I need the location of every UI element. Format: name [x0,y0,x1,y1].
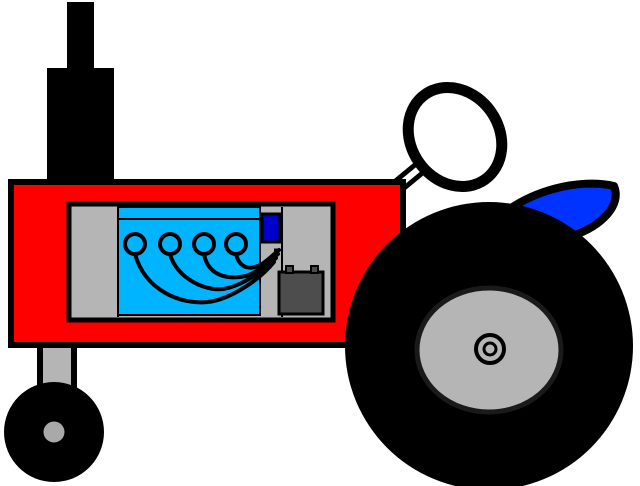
front-wheel-icon [4,382,104,482]
front-hub [40,418,68,446]
hub-nut-inner [482,341,498,357]
spark-wire-3 [202,252,280,280]
engine-blue-tab [260,212,282,244]
spark-wire-2 [168,252,278,292]
battery-icon [277,265,325,316]
spark-plug-2 [158,232,182,256]
exhaust-pipe [67,2,94,72]
spark-plug-1 [123,232,147,256]
spark-plug-3 [192,232,216,256]
engine-block [117,206,261,316]
exhaust-stack-icon [47,2,114,186]
battery-case [277,270,325,316]
exhaust-base [47,68,114,186]
battery-terminal-right [310,265,319,274]
engine-icon [66,201,336,323]
hub-nut-outer [474,333,506,365]
spark-wire-4 [234,248,281,270]
battery-terminal-left [285,265,294,274]
steering-wheel [402,81,508,193]
rear-wheel-icon [345,202,633,486]
spark-plug-4 [224,232,248,256]
rear-hub [414,285,564,415]
spark-wire-1 [133,252,276,305]
steering-wheel-icon [390,81,508,194]
